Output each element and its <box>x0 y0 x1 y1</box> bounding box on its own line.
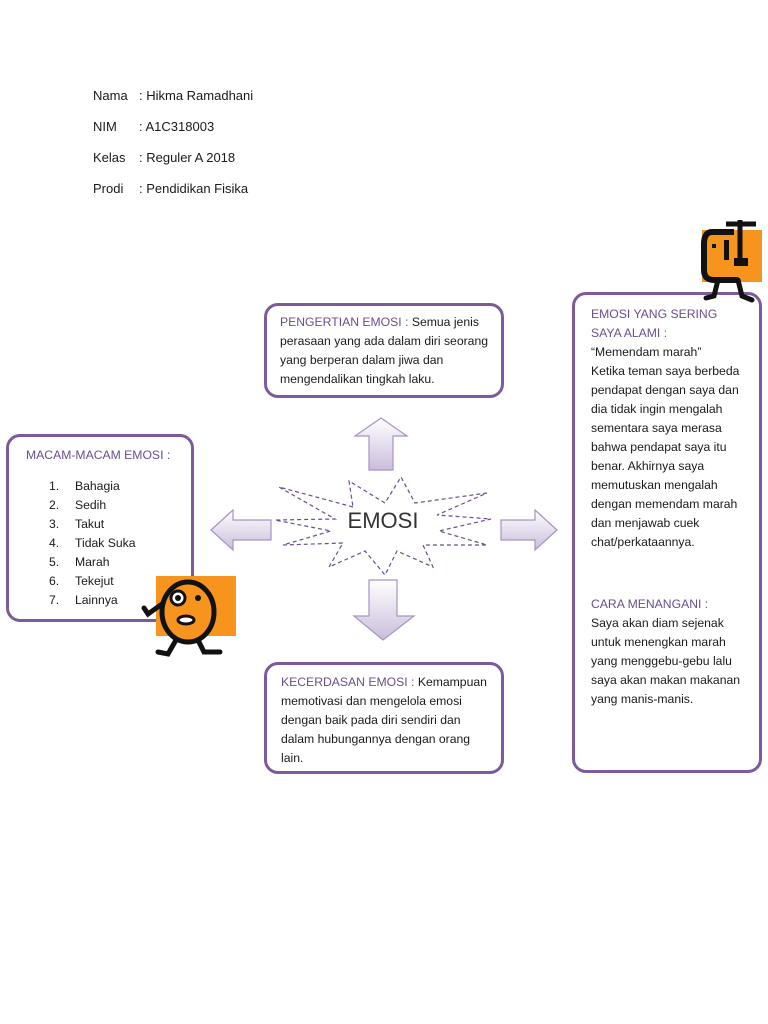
emosi-sering-box: EMOSI YANG SERING SAYA ALAMI : “Memendam… <box>572 292 762 773</box>
list-label: Tidak Suka <box>75 536 136 550</box>
list-number: 1. <box>49 479 60 493</box>
arrow-down <box>352 579 416 641</box>
info-value: : Reguler A 2018 <box>139 150 236 165</box>
list-label: Lainnya <box>75 593 118 607</box>
info-value: : Pendidikan Fisika <box>139 181 249 196</box>
info-value: : A1C318003 <box>139 119 215 134</box>
list-number: 7. <box>49 593 60 607</box>
sering-quote: “Memendam marah” <box>591 345 702 359</box>
kecerdasan-box: KECERDASAN EMOSI : Kemampuan memotivasi … <box>264 662 504 774</box>
info-value: : Hikma Ramadhani <box>139 88 254 103</box>
list-item: 3. Takut <box>49 515 183 534</box>
list-item: 7. Lainnya <box>49 591 183 610</box>
list-item: 4. Tidak Suka <box>49 534 183 553</box>
cara-title: CARA MENANGANI : <box>591 597 709 611</box>
center-label: EMOSI <box>347 508 419 533</box>
list-label: Bahagia <box>75 479 120 493</box>
emosi-starburst <box>274 475 492 575</box>
list-number: 2. <box>49 498 60 512</box>
cara-text: Saya akan diam sejenak untuk menengkan m… <box>591 616 741 706</box>
clamp-character-clipart-icon <box>701 220 762 303</box>
info-label: Nama <box>93 88 128 103</box>
list-number: 4. <box>49 536 60 550</box>
kecerdasan-text: Kemampuan memotivasi dan mengelola emosi… <box>281 675 487 765</box>
arrow-left <box>210 508 272 552</box>
pengertian-box: PENGERTIAN EMOSI : Semua jenis perasaan … <box>264 303 504 398</box>
arrow-right <box>500 508 558 552</box>
list-number: 6. <box>49 574 60 588</box>
list-item: 2. Sedih <box>49 496 183 515</box>
list-item: 5. Marah <box>49 553 183 572</box>
list-label: Tekejut <box>75 574 114 588</box>
info-label: NIM <box>93 119 117 134</box>
surprised-face-clipart-icon <box>141 576 236 657</box>
starburst-outline <box>274 475 492 575</box>
kecerdasan-content: KECERDASAN EMOSI : Kemampuan memotivasi … <box>281 673 491 768</box>
arrow-up <box>353 417 409 471</box>
list-number: 5. <box>49 555 60 569</box>
info-label: Prodi <box>93 181 124 196</box>
kecerdasan-title: KECERDASAN EMOSI : <box>281 675 415 689</box>
list-label: Takut <box>75 517 105 531</box>
macam-title: MACAM-MACAM EMOSI : <box>26 448 171 462</box>
list-label: Sedih <box>75 498 107 512</box>
sering-title: EMOSI YANG SERING SAYA ALAMI : <box>591 307 718 340</box>
info-label: Kelas <box>93 150 126 165</box>
macam-list: 1. Bahagia 2. Sedih 3. Takut 4. Tidak Suka 5… <box>49 477 183 610</box>
list-item: 6. Tekejut <box>49 572 183 591</box>
pengertian-content: PENGERTIAN EMOSI : Semua jenis perasaan … <box>280 313 491 389</box>
list-number: 3. <box>49 517 60 531</box>
sering-text: Ketika teman saya berbeda pendapat denga… <box>591 364 740 549</box>
list-item: 1. Bahagia <box>49 477 183 496</box>
list-label: Marah <box>75 555 110 569</box>
pengertian-title: PENGERTIAN EMOSI : <box>280 315 409 329</box>
pengertian-text: Semua jenis perasaan yang ada dalam diri… <box>280 315 489 386</box>
